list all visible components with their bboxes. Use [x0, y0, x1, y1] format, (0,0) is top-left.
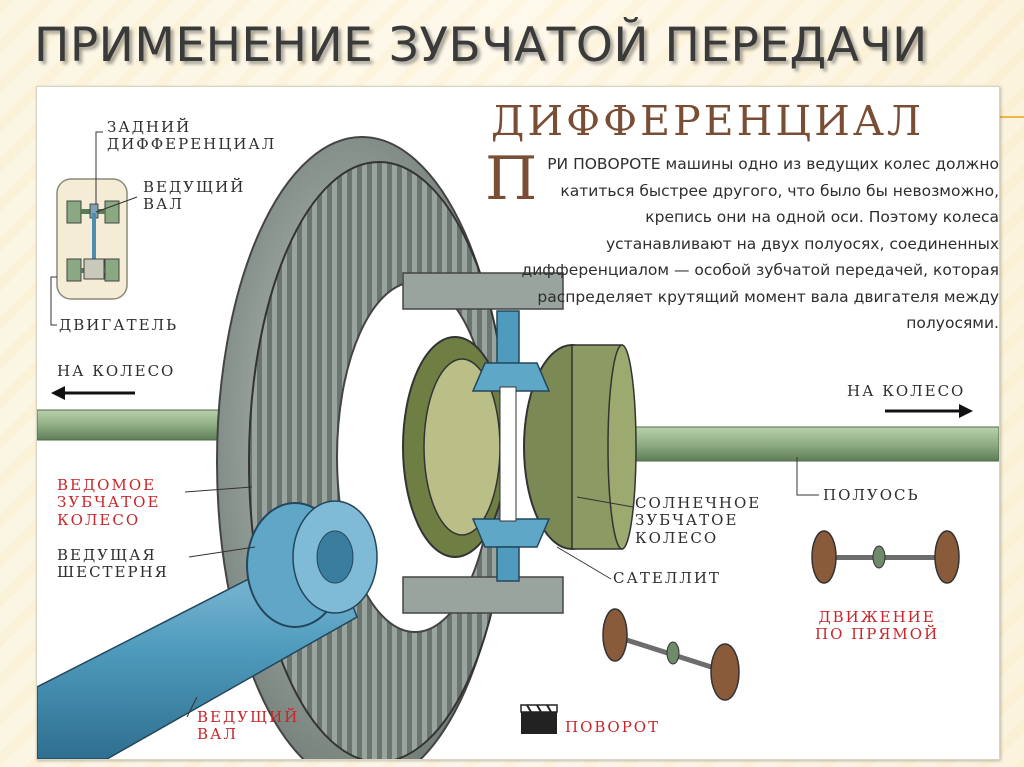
- decorative-line: [994, 116, 1024, 118]
- label-turn: ПОВОРОТ: [565, 718, 661, 736]
- film-clapper-icon: [520, 704, 558, 734]
- slide-title: ПРИМЕНЕНИЕ ЗУБЧАТОЙ ПЕРЕДАЧИ: [34, 18, 928, 73]
- label-straight-motion: ДВИЖЕНИЕ ПО ПРЯМОЙ: [815, 608, 940, 644]
- satellite-gears: [471, 310, 551, 582]
- car-layout-diagram: [50, 131, 138, 326]
- label-to-wheel-right: НА КОЛЕСО: [847, 382, 966, 400]
- drive-shaft: [37, 500, 378, 759]
- turn-axle: [602, 608, 740, 701]
- description-text: РИ ПОВОРОТЕ машины одно из ведущих колес…: [521, 155, 999, 332]
- label-drive-shaft-bottom: ВЕДУЩИЙ ВАЛ: [197, 708, 300, 744]
- differential-carrier: [402, 272, 564, 614]
- label-satellite: САТЕЛЛИТ: [613, 569, 721, 587]
- sun-gears: [402, 336, 637, 558]
- label-pinion: ВЕДУЩАЯ ШЕСТЕРНЯ: [57, 546, 169, 582]
- label-leader-lines: [184, 457, 819, 718]
- label-rear-differential: ЗАДНИЙ ДИФФЕРЕНЦИАЛ: [107, 118, 277, 154]
- label-driven-gear: ВЕДОМОЕ ЗУБЧАТОЕ КОЛЕСО: [57, 476, 161, 529]
- label-half-axle: ПОЛУОСЬ: [823, 486, 920, 504]
- diagram-canvas: [37, 131, 999, 759]
- left-half-axle: [37, 409, 233, 441]
- label-drive-shaft-top: ВЕДУЩИЙ ВАЛ: [143, 178, 246, 214]
- label-to-wheel-left: НА КОЛЕСО: [57, 362, 176, 380]
- arrow-left-icon: [51, 386, 135, 400]
- label-sun-gear: СОЛНЕЧНОЕ ЗУБЧАТОЕ КОЛЕСО: [635, 494, 762, 547]
- label-engine: ДВИГАТЕЛЬ: [59, 316, 179, 334]
- right-half-axle: [581, 426, 999, 462]
- diagram-heading: ДИФФЕРЕНЦИАЛ: [491, 97, 925, 145]
- description-dropcap: П: [485, 144, 538, 214]
- straight-motion-axle: [811, 530, 960, 584]
- arrow-right-icon: [885, 404, 973, 418]
